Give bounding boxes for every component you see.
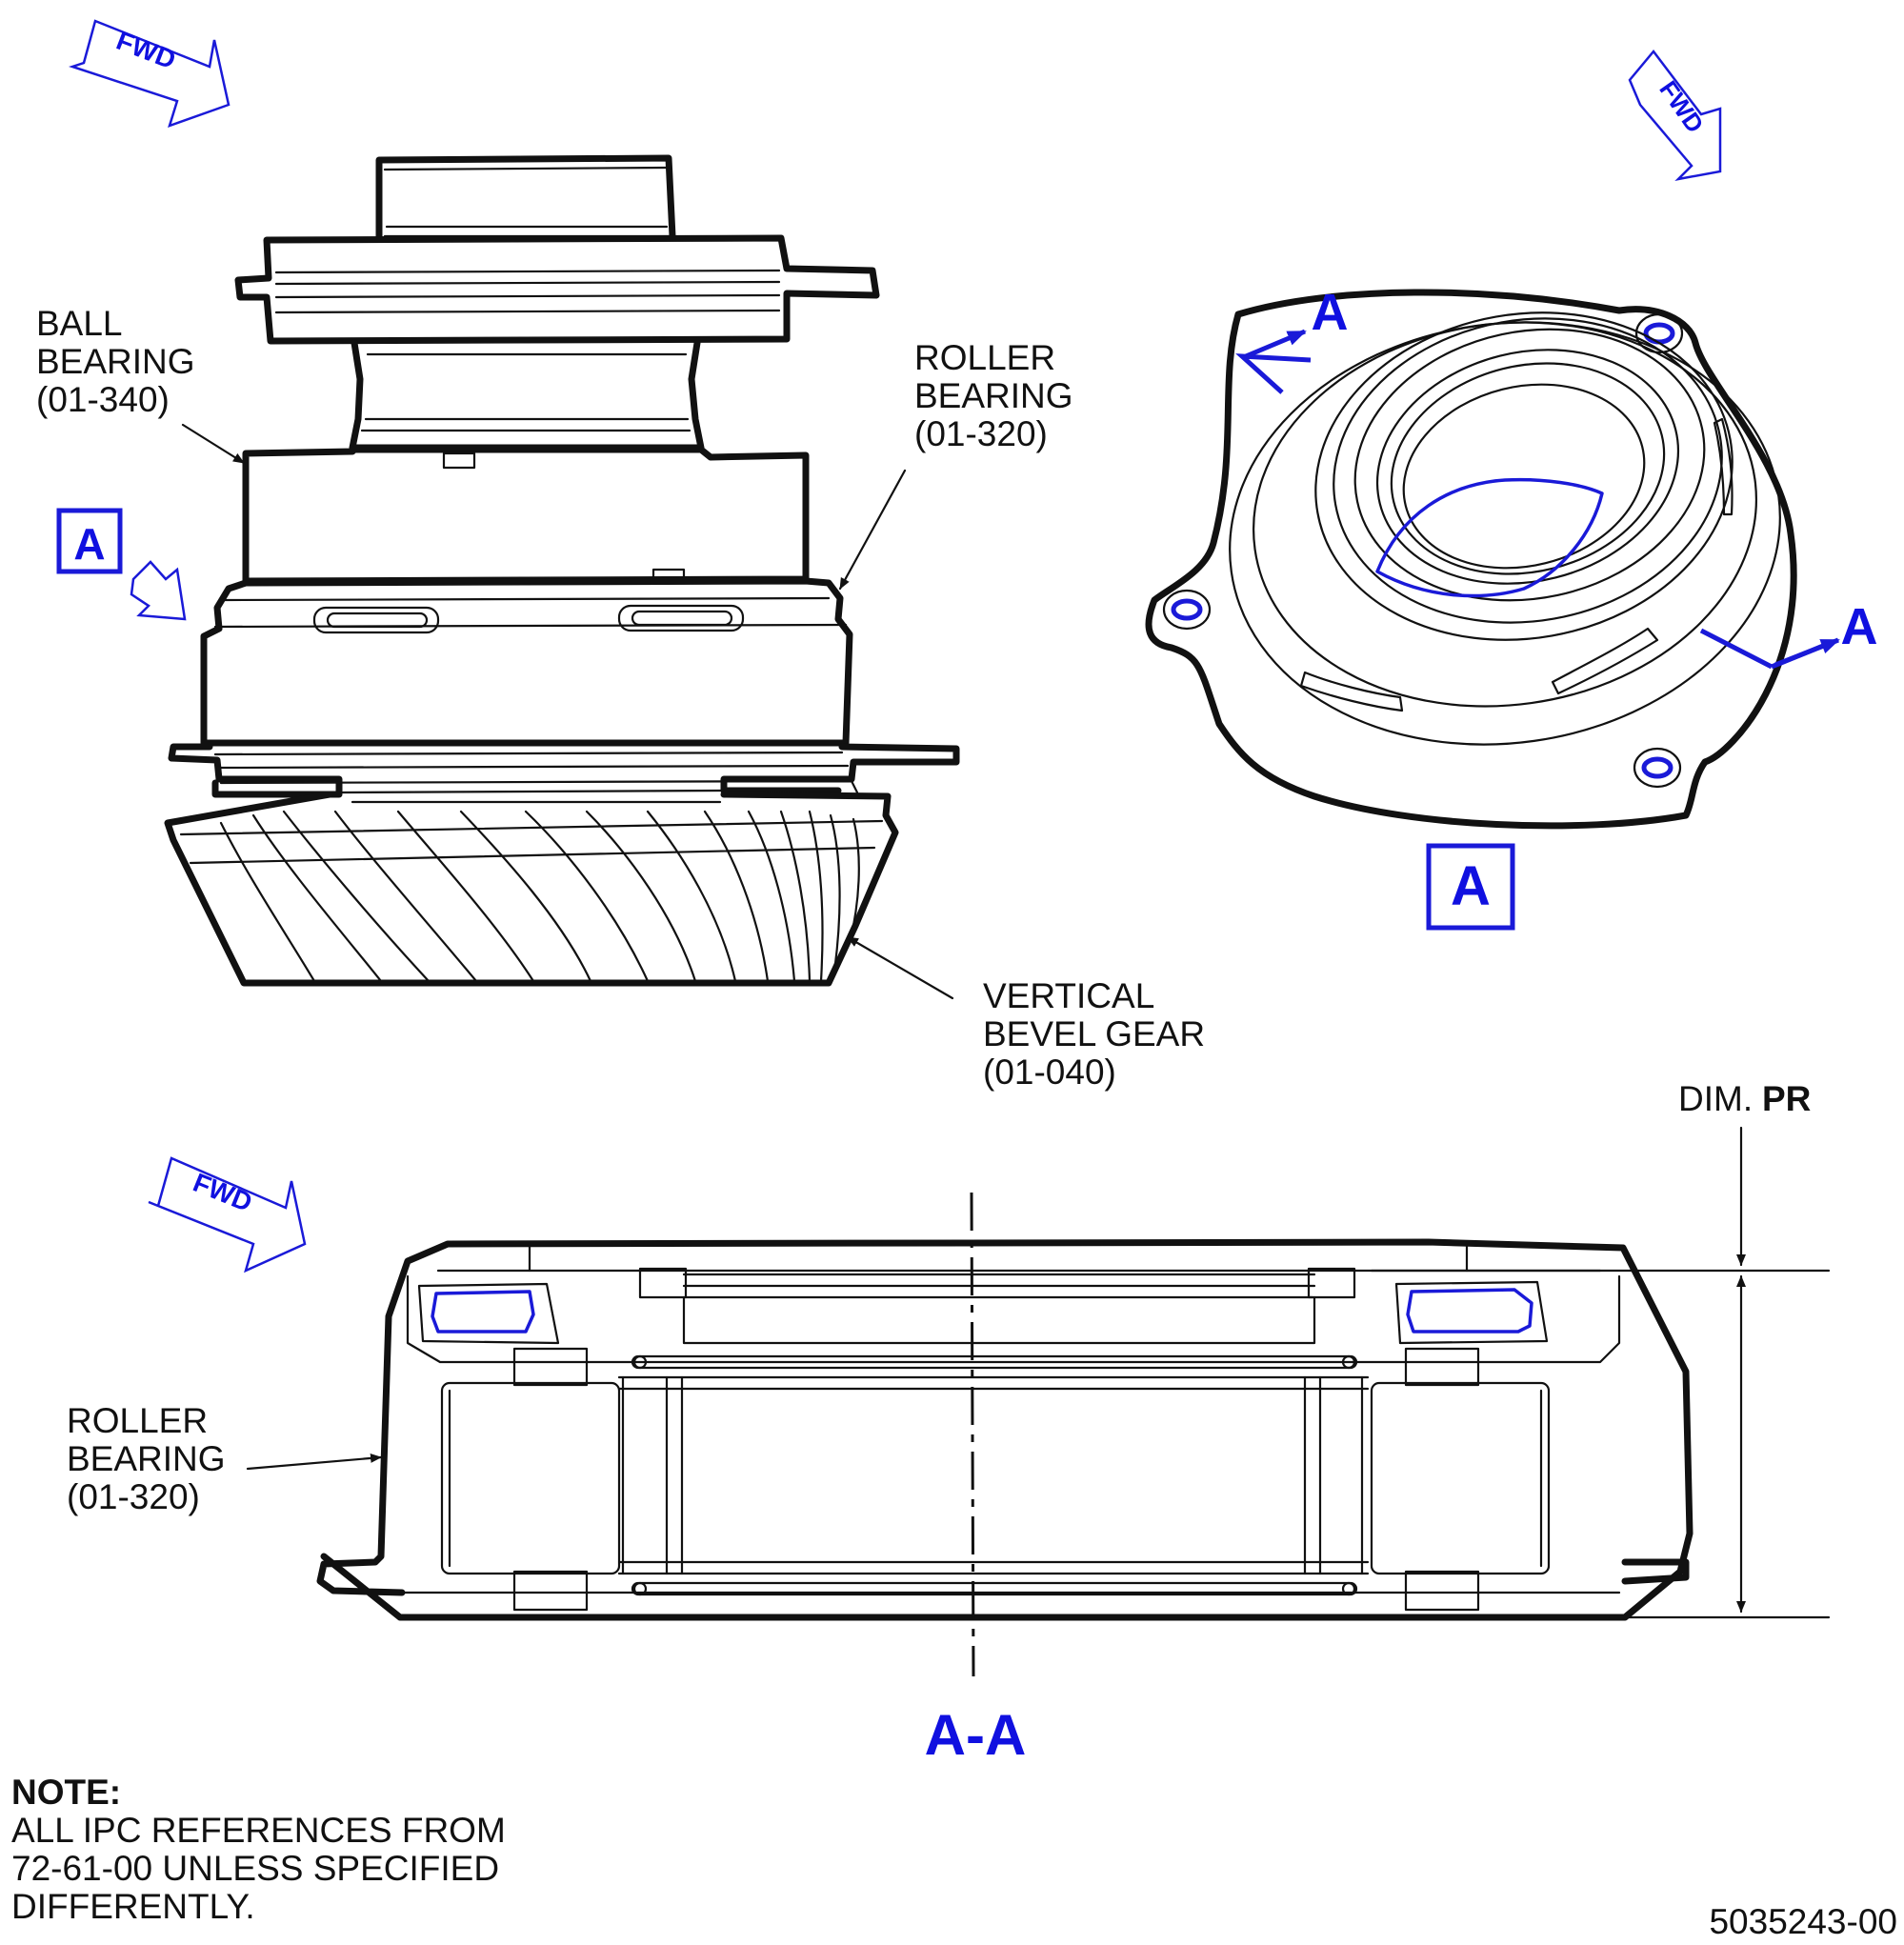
section-cut-letter-top: A (1312, 284, 1349, 341)
roller-bearing-top-line-3: (01-320) (914, 414, 1048, 453)
note-line-3: DIFFERENTLY. (11, 1887, 255, 1926)
ball-bearing-line-2: BEARING (36, 342, 195, 381)
callout-roller-bearing-top: ROLLER BEARING (01-320) (914, 338, 1073, 453)
bevel-gear-line-3: (01-040) (983, 1053, 1116, 1092)
note-line-2: 72-61-00 UNLESS SPECIFIED (11, 1849, 499, 1888)
section-cut-letter-right: A (1841, 598, 1878, 655)
note-heading: NOTE: (11, 1773, 121, 1812)
bevel-gear-line-1: VERTICAL (983, 976, 1154, 1015)
roller-bearing-top-line-2: BEARING (914, 376, 1073, 415)
figure-id: 5035243-00 (1709, 1902, 1897, 1941)
gearshaft-assembly-view (164, 154, 960, 987)
dimension-prefix: DIM. (1678, 1079, 1753, 1118)
fwd-label-3: FWD (189, 1168, 256, 1218)
roller-bearing-sec-line-3: (01-320) (67, 1477, 200, 1516)
section-a-a-view (316, 1126, 1831, 1677)
ball-bearing-line-1: BALL (36, 304, 123, 343)
view-a-box-letter-1: A (73, 519, 105, 569)
dimension-label: DIM. PR (1678, 1079, 1811, 1118)
ball-bearing-line-3: (01-340) (36, 380, 170, 419)
callout-roller-bearing-section: ROLLER BEARING (01-320) (67, 1401, 226, 1516)
fwd-arrow-section: FWD (148, 1156, 307, 1273)
dimension-name: PR (1762, 1079, 1811, 1118)
roller-bearing-sec-line-1: ROLLER (67, 1401, 208, 1440)
note-block: NOTE: ALL IPC REFERENCES FROM 72-61-00 U… (11, 1773, 506, 1926)
view-a-label: A (1426, 843, 1515, 931)
callout-ball-bearing: BALL BEARING (01-340) (36, 304, 195, 419)
view-a-indicator: A (56, 508, 187, 621)
view-a-box-letter-2: A (1451, 855, 1491, 917)
fwd-arrow-top-left: FWD (69, 19, 230, 129)
roller-bearing-top-line-1: ROLLER (914, 338, 1055, 377)
leader-lines (181, 423, 954, 1471)
section-title: A-A (925, 1703, 1027, 1767)
fwd-label-2: FWD (1653, 75, 1710, 138)
bearing-isometric-view: A A (1145, 284, 1878, 830)
fwd-label-1: FWD (112, 26, 180, 75)
bevel-gear-line-2: BEVEL GEAR (983, 1014, 1205, 1053)
note-line-1: ALL IPC REFERENCES FROM (11, 1811, 506, 1850)
fwd-arrow-top-right: FWD (1628, 49, 1722, 181)
callout-vertical-bevel-gear: VERTICAL BEVEL GEAR (01-040) (983, 976, 1205, 1092)
roller-bearing-sec-line-2: BEARING (67, 1439, 226, 1478)
